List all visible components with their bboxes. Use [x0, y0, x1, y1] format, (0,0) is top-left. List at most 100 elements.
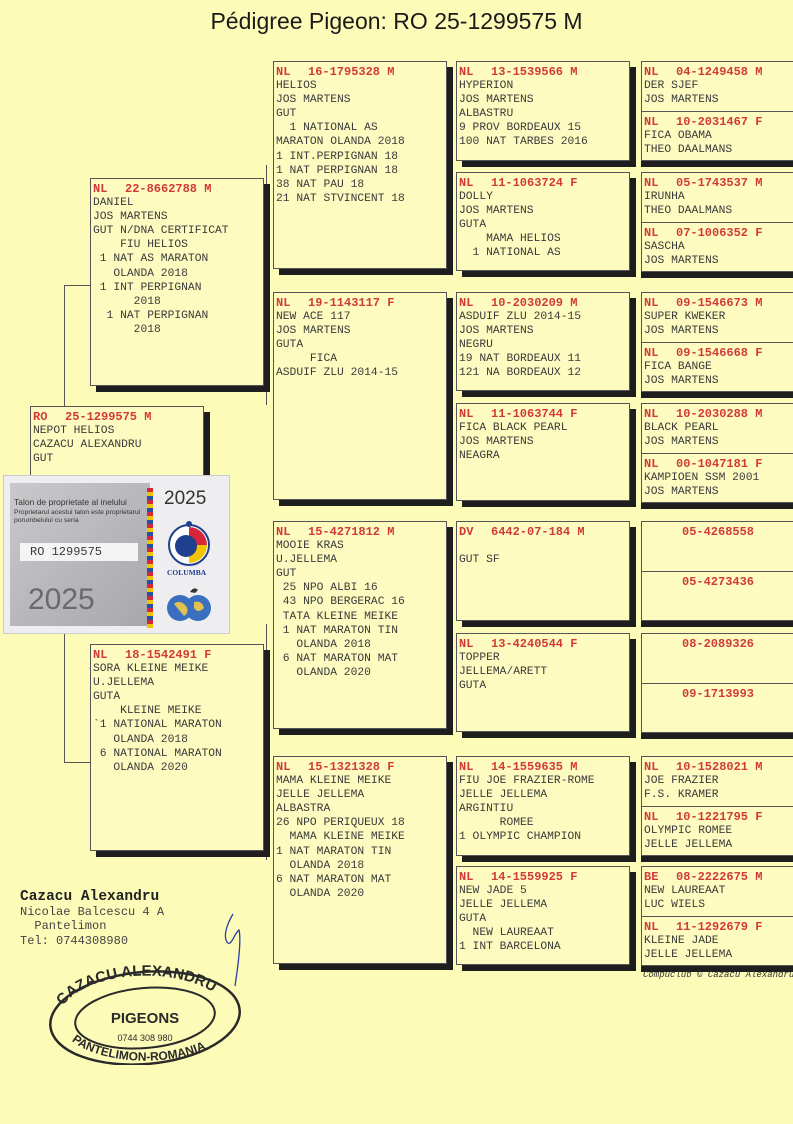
pigeon-info-line: JELLE JELLEMA — [459, 789, 548, 802]
ring-number: 15-4271812 — [308, 525, 381, 539]
sex: M — [570, 296, 578, 310]
owner-address: Nicolae Balcescu 4 A — [20, 904, 165, 919]
pigeon-gen5-entry[interactable]: 08-2089326 — [642, 634, 793, 683]
ring-number: 10-2030209 — [491, 296, 564, 310]
stamp-phone-text: 0744 308 980 — [117, 1033, 172, 1043]
ring-number: 10-2031467 — [676, 115, 749, 129]
pigeon-info-line: MOOIE KRAS — [276, 540, 344, 553]
fci-globe-logo-icon — [167, 588, 211, 621]
pigeon-info-line: 19 NAT BORDEAUX 11 — [459, 353, 582, 366]
owner-name: Cazacu Alexandru — [20, 889, 160, 905]
country-code: NL — [644, 407, 659, 421]
pigeon-info-line: GUT SF — [459, 554, 500, 567]
country-code: NL — [459, 407, 474, 421]
sex: M — [204, 182, 212, 196]
svg-text:CAZACU ALEXANDRU: CAZACU ALEXANDRU — [53, 963, 219, 1009]
pigeon-gen5-entry[interactable]: 05-4268558 — [642, 522, 793, 571]
ring-number: 11-1063744 — [491, 407, 564, 421]
pigeon-info-line: JELLEMA/ARETT — [459, 666, 548, 679]
pigeon-info-line: OLANDA 2020 — [93, 761, 188, 774]
ring-number: 19-1143117 — [308, 296, 381, 310]
sex: F — [755, 346, 763, 360]
pigeon-info-line: CAZACU ALEXANDRU — [33, 439, 142, 452]
sex: M — [755, 760, 763, 774]
pigeon-gen5-entry[interactable]: 09-1713993 — [642, 683, 793, 732]
ring-number: 05-1743537 — [676, 176, 749, 190]
pigeon-info-line: HYPERION — [459, 80, 514, 93]
country-code: NL — [644, 810, 659, 824]
ring-number: 14-1559925 — [491, 870, 564, 884]
ring-number: 10-2030288 — [676, 407, 749, 421]
sex: M — [755, 65, 763, 79]
owner-stamp-icon: CAZACU ALEXANDRU PIGEONS 0744 308 980 PA… — [49, 963, 241, 1065]
country-code: NL — [93, 182, 108, 196]
pigeon-info-line: FICA — [276, 353, 338, 366]
sex: F — [570, 637, 578, 651]
pigeon-gen5-entry[interactable]: 05-4273436 — [642, 571, 793, 620]
ring-number: 13-4240544 — [491, 637, 564, 651]
connector — [450, 110, 451, 220]
pigeon-info-line: NEGRU — [459, 339, 493, 352]
signature-icon — [224, 913, 241, 987]
country-code: NL — [93, 648, 108, 662]
pigeon-info-line: MARATON OLANDA 2018 — [276, 136, 405, 149]
ring-number: 14-1559635 — [491, 760, 564, 774]
pigeon-info-line: HELIOS — [276, 80, 317, 93]
country-code: NL — [644, 226, 659, 240]
pigeon-info-line: MAMA KLEINE MEIKE — [276, 775, 392, 788]
pigeon-info-line: DOLLY — [459, 191, 493, 204]
pigeon-info-line: JOS MARTENS — [644, 436, 719, 449]
pigeon-info-line: 1 NAT PERPIGNAN — [93, 309, 209, 322]
ring-number: 09-1546673 — [676, 296, 749, 310]
pigeon-info-line: KLEINE JADE — [644, 935, 719, 948]
sex: M — [570, 65, 578, 79]
pigeon-info-line: FICA BLACK PEARL — [459, 422, 568, 435]
pigeon-info-line: ARGINTIU — [459, 803, 514, 816]
footer-credit: Compuclub © Cazacu Alexandru — [643, 970, 793, 980]
pigeon-info-line: 2018 — [93, 295, 161, 308]
pigeon-info-line: 43 NPO BERGERAC 16 — [276, 596, 405, 609]
pigeon-info-line: ROMEE — [459, 817, 534, 830]
country-code: RO — [33, 410, 48, 424]
columba-logo-icon — [168, 521, 210, 566]
pigeon-info-line: JOS MARTENS — [276, 94, 351, 107]
pigeon-info-line: U.JELLEMA — [276, 554, 338, 567]
sex: M — [755, 296, 763, 310]
pigeon-info-line: IRUNHA — [644, 191, 685, 204]
pigeon-info-line: FIU HELIOS — [93, 239, 188, 252]
pigeon-info-line: GUT — [276, 108, 297, 121]
